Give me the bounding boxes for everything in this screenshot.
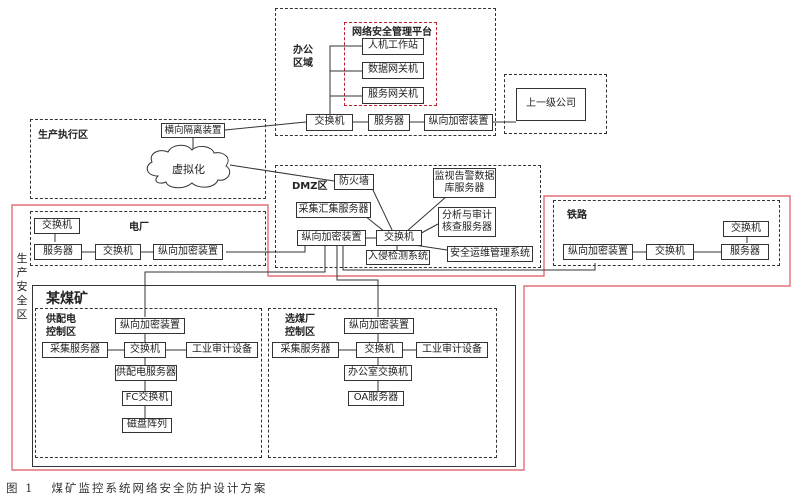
- cp-collector-server[interactable]: 采集服务器: [272, 342, 339, 358]
- cp-encryptor[interactable]: 纵向加密装置: [344, 318, 414, 334]
- dmz-label: DMZ区: [292, 181, 328, 192]
- security-platform-label: 网络安全管理平台: [352, 27, 432, 38]
- ps-switch[interactable]: 交换机: [124, 342, 166, 358]
- hmi-workstation[interactable]: 人机工作站: [362, 38, 424, 55]
- office-server[interactable]: 服务器: [368, 114, 410, 131]
- service-gateway[interactable]: 服务网关机: [362, 87, 424, 104]
- rw-switch[interactable]: 交换机: [646, 244, 694, 260]
- cp-oa-server[interactable]: OA服务器: [348, 391, 404, 406]
- parent-company-zone: [504, 74, 607, 134]
- power-plant-label: 电厂: [129, 222, 149, 233]
- virtualization-cloud[interactable]: 虚拟化: [172, 163, 205, 176]
- rw-server[interactable]: 服务器: [721, 244, 769, 260]
- ps-encryptor[interactable]: 纵向加密装置: [115, 318, 185, 334]
- office-zone: [275, 8, 496, 136]
- production-exec-label: 生产执行区: [38, 130, 88, 141]
- security-platform-zone: [344, 22, 437, 106]
- line-dmz-railway: [342, 245, 596, 271]
- dmz-encryptor[interactable]: 纵向加密装置: [297, 230, 366, 246]
- office-switch[interactable]: 交换机: [306, 114, 353, 131]
- line-monitor-switch: [405, 195, 448, 233]
- line-dmz-powersupply: [144, 245, 326, 317]
- ps-audit-device[interactable]: 工业审计设备: [186, 342, 258, 358]
- pp-switch-top[interactable]: 交换机: [34, 218, 80, 234]
- office-encryptor[interactable]: 纵向加密装置: [424, 114, 493, 131]
- ps-collector-server[interactable]: 采集服务器: [42, 342, 108, 358]
- office-zone-label: 办公 区域: [293, 45, 313, 69]
- dmz-collector-server[interactable]: 采集汇集服务器: [296, 202, 371, 218]
- dmz-analysis-audit-server[interactable]: 分析与审计核查服务器: [438, 207, 496, 237]
- ps-disk-array[interactable]: 磁盘阵列: [122, 418, 172, 433]
- production-exec-zone: [30, 119, 266, 199]
- horizontal-isolator[interactable]: 横向隔离装置: [161, 123, 225, 138]
- coal-mine-label: 某煤矿: [46, 291, 88, 307]
- coal-prep-label: 选煤厂 控制区: [285, 314, 315, 338]
- ps-fc-switch[interactable]: FC交换机: [122, 391, 172, 406]
- dmz-monitor-db-server[interactable]: 监视告警数据库服务器: [433, 168, 496, 198]
- dmz-ops-mgmt[interactable]: 安全运维管理系统: [447, 246, 533, 262]
- line-isolator-office-switch: [224, 121, 307, 131]
- line-dmz-coalprep: [336, 245, 379, 317]
- line-office-bus: [329, 45, 362, 116]
- pp-switch[interactable]: 交换机: [95, 244, 141, 260]
- line-dmz-powerplant: [226, 245, 306, 253]
- line-cloud-firewall: [229, 164, 335, 182]
- line-collector-switch: [364, 215, 386, 233]
- dmz-switch[interactable]: 交换机: [376, 230, 422, 246]
- cp-switch[interactable]: 交换机: [356, 342, 403, 358]
- coal-prep-zone: [268, 308, 497, 458]
- rw-encryptor[interactable]: 纵向加密装置: [563, 244, 633, 260]
- cp-office-switch[interactable]: 办公室交换机: [344, 365, 412, 381]
- data-gateway[interactable]: 数据网关机: [362, 62, 424, 79]
- railway-zone: [553, 200, 780, 266]
- pp-encryptor[interactable]: 纵向加密装置: [153, 244, 223, 260]
- coal-mine-zone: [32, 285, 516, 467]
- cp-audit-device[interactable]: 工业审计设备: [416, 342, 488, 358]
- line-firewall-switch: [371, 187, 394, 233]
- pp-server[interactable]: 服务器: [34, 244, 82, 260]
- figure-caption: 图 1 煤矿监控系统网络安全防护设计方案: [6, 481, 268, 495]
- dmz-firewall[interactable]: 防火墙: [334, 174, 374, 190]
- parent-company[interactable]: 上一级公司: [516, 88, 586, 121]
- power-supply-zone: [35, 308, 262, 458]
- dmz-zone: [275, 165, 541, 268]
- dmz-ids[interactable]: 入侵检测系统: [366, 250, 430, 265]
- railway-label: 铁路: [567, 210, 587, 221]
- ps-power-server[interactable]: 供配电服务器: [115, 365, 177, 381]
- virtualization-cloud-shape: [146, 144, 231, 189]
- power-supply-label: 供配电 控制区: [46, 314, 76, 338]
- production-safety-label: 生 产 安 全 区: [16, 252, 28, 321]
- power-plant-zone: [30, 211, 266, 266]
- rw-switch-top[interactable]: 交换机: [723, 221, 769, 237]
